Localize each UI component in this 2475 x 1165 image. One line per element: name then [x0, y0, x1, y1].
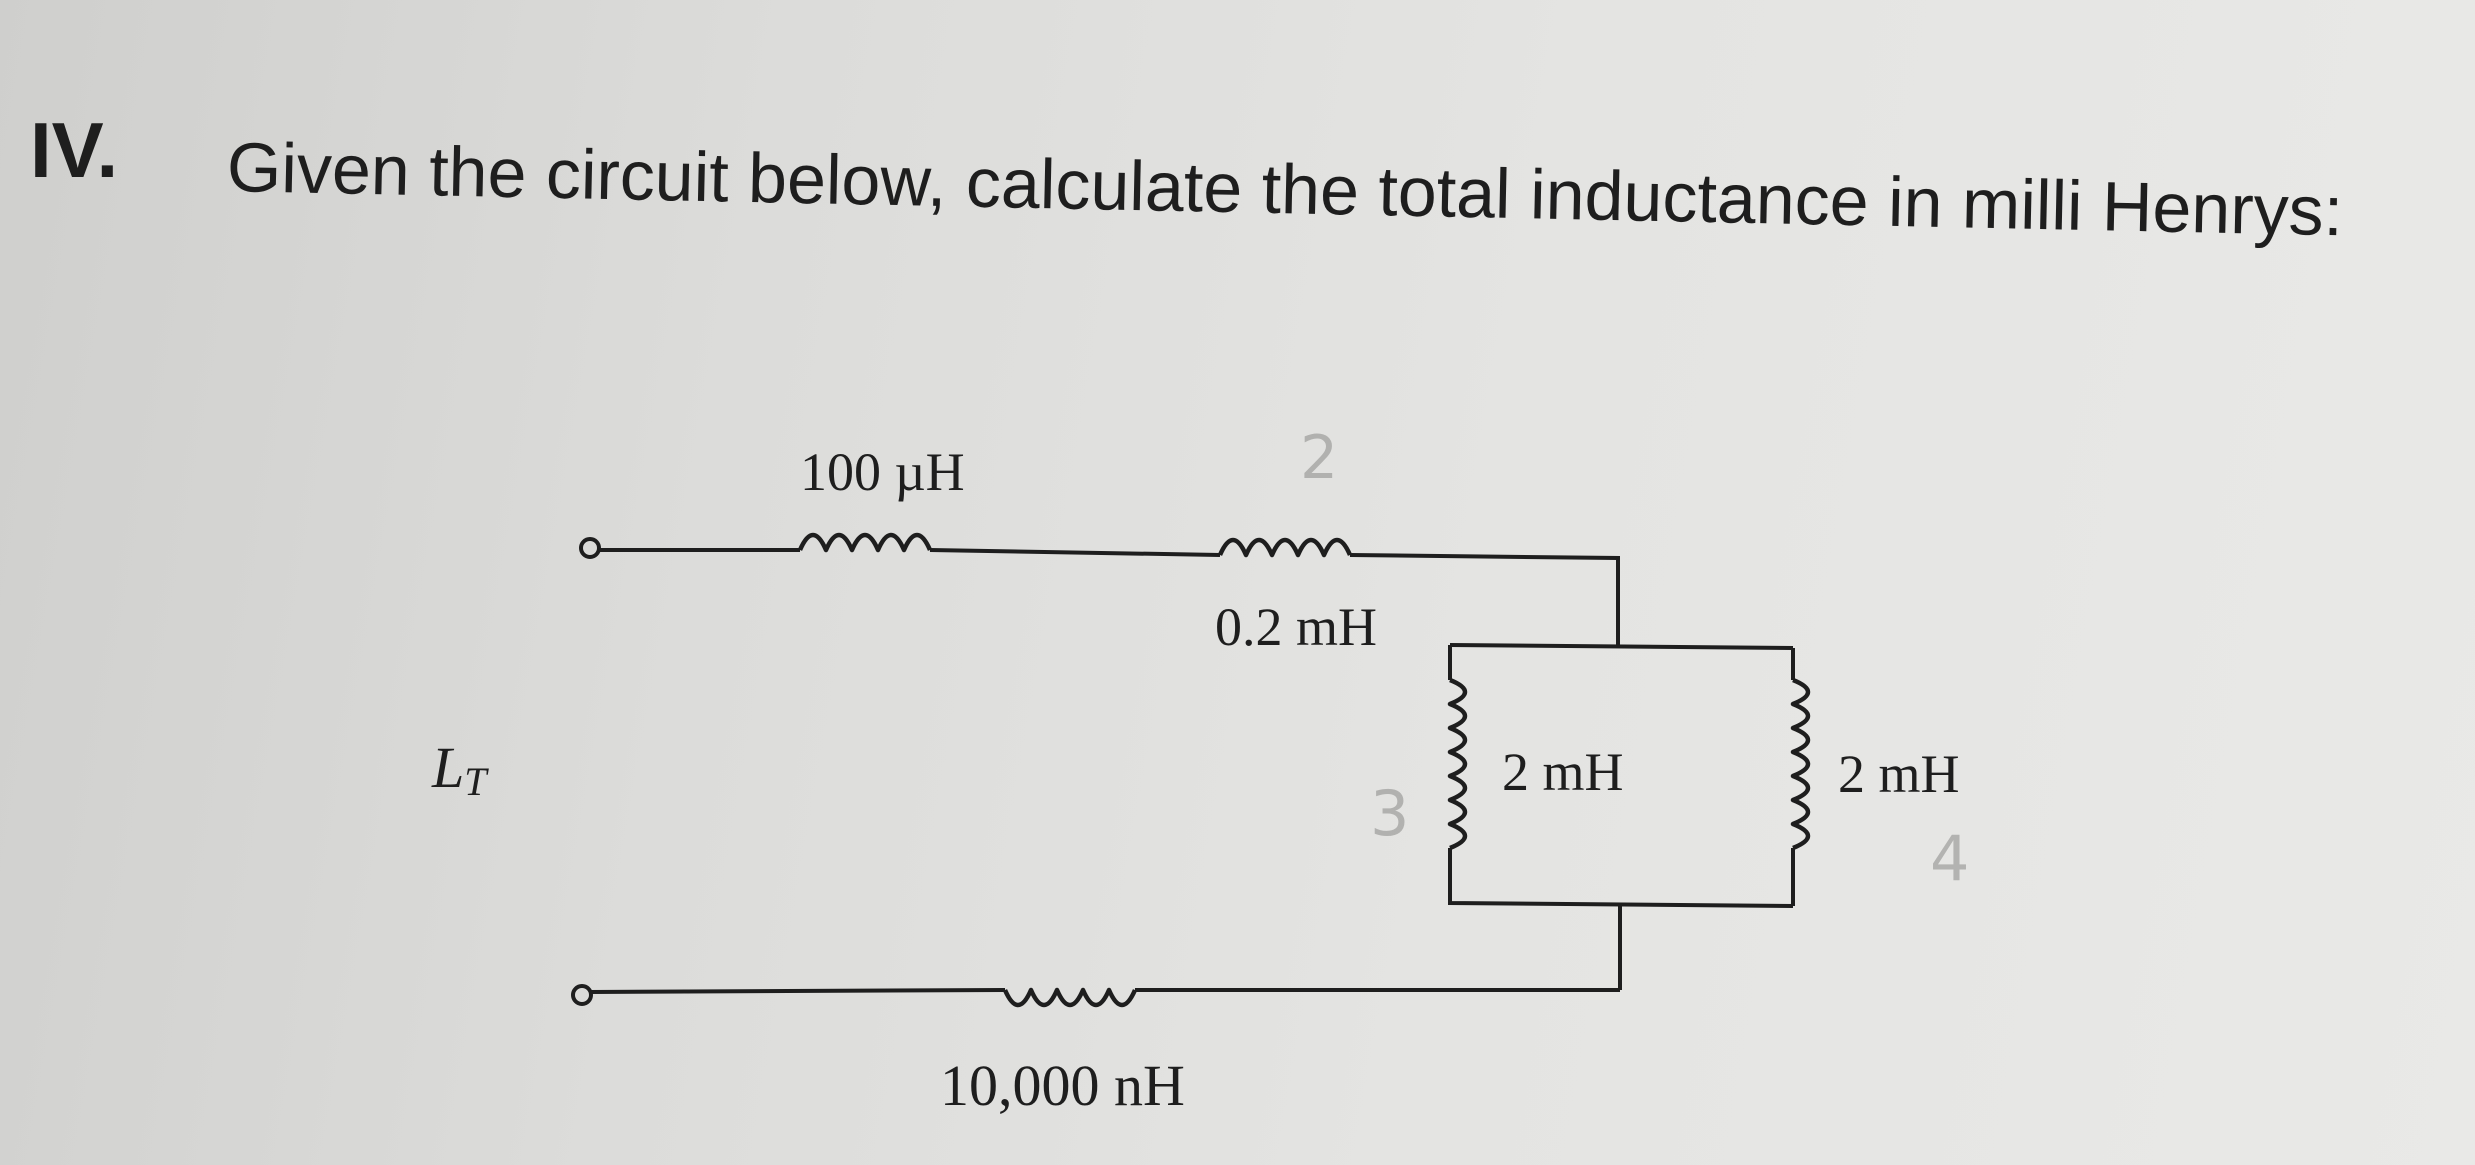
inductor-2mh-left [1447, 677, 1468, 851]
parallel-bottom-rail [1448, 848, 1794, 908]
handwritten-note-3: 3 [1370, 777, 1409, 850]
label-10000nh: 10,000 nH [940, 1053, 1185, 1118]
inductor-10000nh [1002, 987, 1138, 1008]
question-number: IV. [30, 106, 119, 194]
inductor-0-2mh [1217, 537, 1353, 558]
label-2mh-left: 2 mH [1502, 742, 1624, 802]
top-terminal [579, 537, 601, 559]
wire-bottom-1 [590, 988, 1006, 994]
parallel-top-rail [1449, 643, 1794, 650]
total-inductance-label: LT [431, 735, 489, 804]
wire-top-2 [929, 548, 1221, 557]
bottom-terminal [571, 984, 593, 1006]
label-2mh-right: 2 mH [1838, 744, 1960, 804]
inductor-2mh-right [1790, 677, 1811, 851]
handwritten-note-2: 2 [1300, 423, 1338, 493]
handwritten-note-4: 4 [1930, 822, 1969, 895]
inductor-100uh [797, 532, 933, 553]
label-100uh: 100 µH [800, 442, 965, 502]
wire-top-3 [1349, 553, 1620, 645]
label-0-2mh: 0.2 mH [1215, 597, 1377, 657]
